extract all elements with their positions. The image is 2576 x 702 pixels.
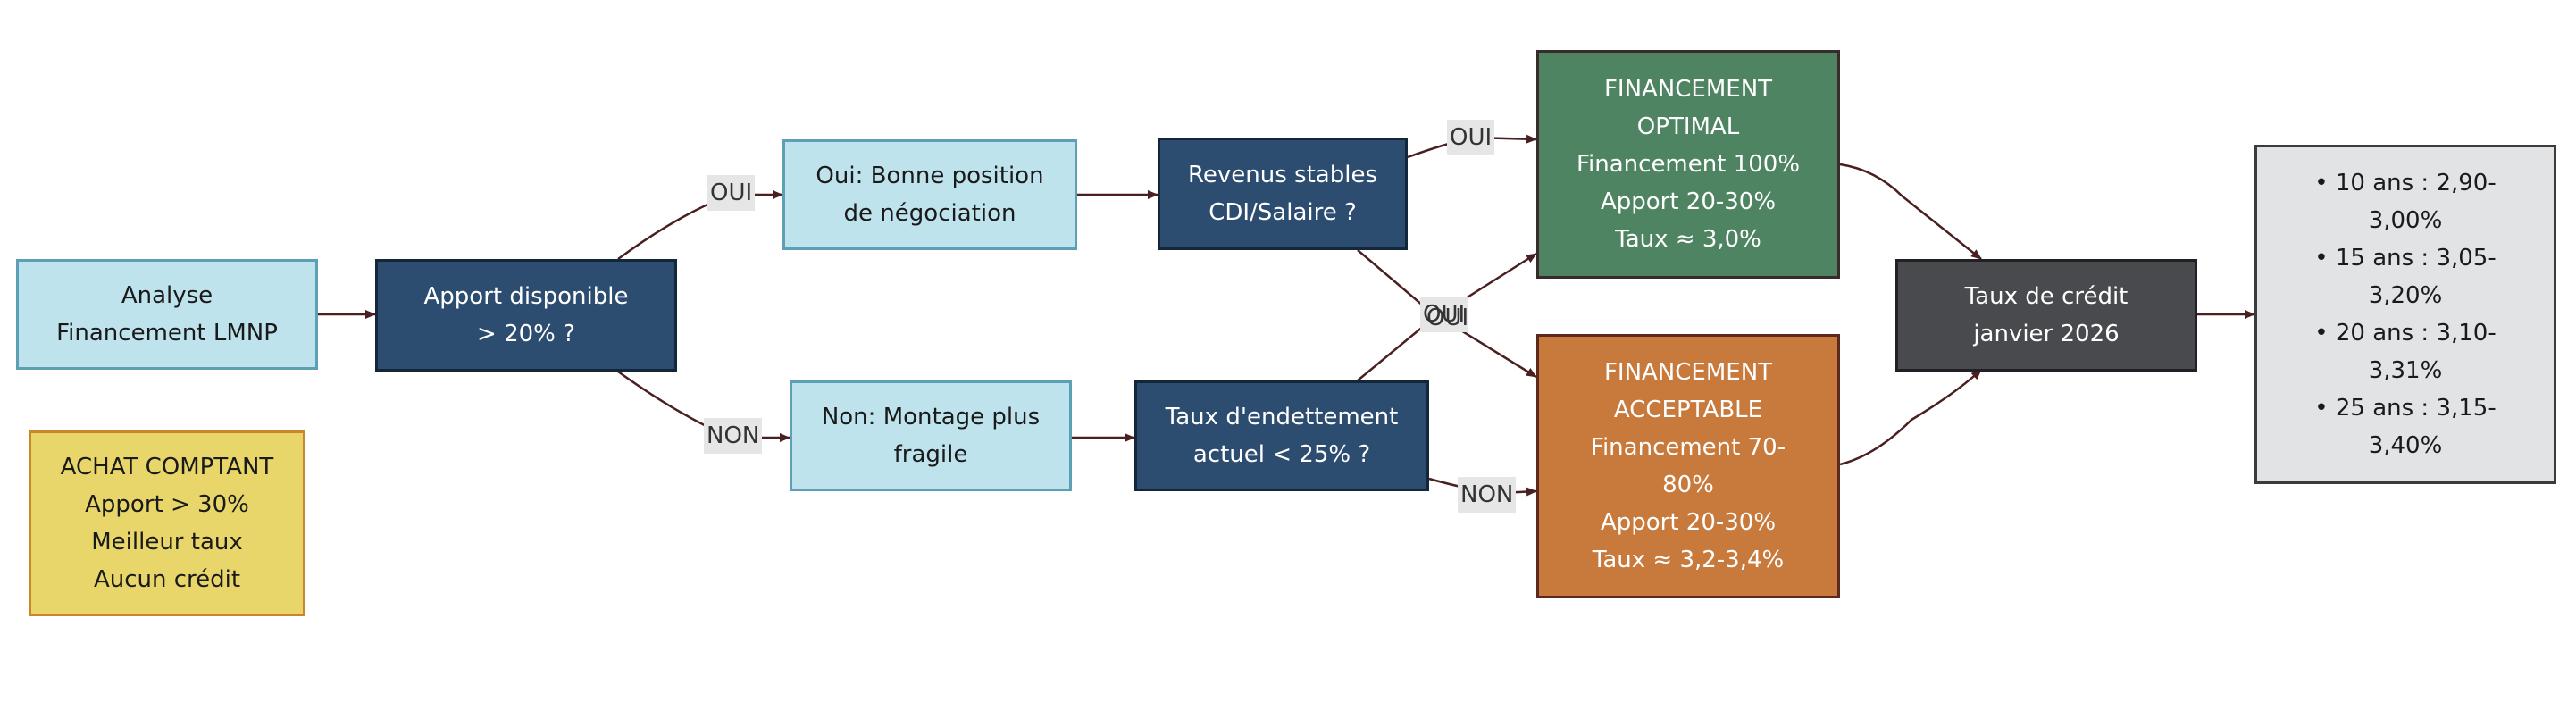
node-comptant-line-2: Apport > 30% — [85, 491, 249, 518]
node-acceptable-line-6: Taux ≈ 3,2-3,4% — [1592, 547, 1785, 573]
node-taux-list-line-6: 3,31% — [2368, 357, 2443, 384]
node-oui-position: Oui: Bonne position de négociation — [782, 139, 1077, 250]
node-apport-line-2: > 20% ? — [477, 321, 575, 347]
edge-label-cross-a: OUI — [1420, 297, 1468, 332]
node-acceptable-line-3: Financement 70- — [1590, 434, 1786, 461]
node-taux-list-line-4: 3,20% — [2368, 282, 2443, 309]
node-oui-position-line-1: Oui: Bonne position — [815, 163, 1044, 189]
node-acceptable-line-1: FINANCEMENT — [1603, 359, 1773, 386]
node-taux-list-line-5: • 20 ans : 3,10- — [2314, 320, 2497, 347]
node-taux-list-line-2: 3,00% — [2368, 207, 2443, 234]
node-achat-comptant: ACHAT COMPTANT Apport > 30% Meilleur tau… — [29, 430, 305, 616]
edge-label-endettement-non: NON — [1458, 477, 1517, 513]
node-taux-credit: Taux de crédit janvier 2026 — [1895, 259, 2197, 372]
node-taux-credit-line-2: janvier 2026 — [1973, 321, 2120, 347]
node-optimal-line-4: Apport 20-30% — [1600, 188, 1777, 215]
node-non-montage-line-2: fragile — [893, 441, 968, 468]
node-financement-acceptable: FINANCEMENT ACCEPTABLE Financement 70- 8… — [1536, 334, 1840, 598]
node-optimal-line-5: Taux ≈ 3,0% — [1615, 226, 1761, 253]
edge-optimal-taux — [1839, 163, 1982, 260]
node-acceptable-line-2: ACCEPTABLE — [1613, 397, 1763, 423]
node-analyse-line-1: Analyse — [121, 282, 213, 309]
node-acceptable-line-5: Apport 20-30% — [1600, 509, 1777, 536]
edge-apport-oui-position — [617, 190, 783, 261]
node-analyse-line-2: Financement LMNP — [56, 320, 278, 347]
node-optimal-line-2: OPTIMAL — [1636, 113, 1740, 140]
node-comptant-line-4: Aucun crédit — [93, 566, 241, 593]
edge-label-revenus-oui: OUI — [1447, 120, 1495, 155]
node-non-montage: Non: Montage plus fragile — [790, 380, 1072, 491]
node-taux-list-line-8: 3,40% — [2368, 432, 2443, 459]
node-apport: Apport disponible > 20% ? — [375, 259, 677, 372]
node-comptant-line-1: ACHAT COMPTANT — [60, 454, 274, 481]
node-revenus: Revenus stables CDI/Salaire ? — [1158, 138, 1408, 250]
node-endettement: Taux d'endettement actuel < 25% ? — [1134, 380, 1429, 491]
node-non-montage-line-1: Non: Montage plus — [821, 404, 1041, 430]
node-taux-list-line-3: • 15 ans : 3,05- — [2314, 245, 2497, 272]
node-revenus-line-2: CDI/Salaire ? — [1209, 199, 1357, 226]
node-taux-list-line-1: • 10 ans : 2,90- — [2314, 170, 2497, 196]
edge-label-cross-b: OUI — [1426, 305, 1469, 331]
node-taux-list-line-7: • 25 ans : 3,15- — [2314, 395, 2497, 422]
node-revenus-line-1: Revenus stables — [1188, 162, 1377, 188]
node-optimal-line-3: Financement 100% — [1576, 151, 1801, 178]
edge-label-apport-non: NON — [704, 418, 763, 454]
edge-acceptable-taux — [1839, 369, 1982, 466]
node-endettement-line-1: Taux d'endettement — [1165, 404, 1399, 430]
node-financement-optimal: FINANCEMENT OPTIMAL Financement 100% App… — [1536, 50, 1840, 279]
node-taux-list: • 10 ans : 2,90- 3,00% • 15 ans : 3,05- … — [2254, 145, 2556, 484]
node-acceptable-line-4: 80% — [1662, 472, 1714, 498]
node-oui-position-line-2: de négociation — [843, 200, 1016, 227]
node-analyse: Analyse Financement LMNP — [16, 259, 318, 370]
edge-label-apport-oui: OUI — [707, 175, 756, 211]
node-endettement-line-2: actuel < 25% ? — [1192, 441, 1371, 468]
node-optimal-line-1: FINANCEMENT — [1603, 76, 1773, 103]
node-taux-credit-line-1: Taux de crédit — [1964, 283, 2129, 310]
node-apport-line-1: Apport disponible — [423, 283, 629, 310]
node-comptant-line-3: Meilleur taux — [91, 529, 243, 556]
